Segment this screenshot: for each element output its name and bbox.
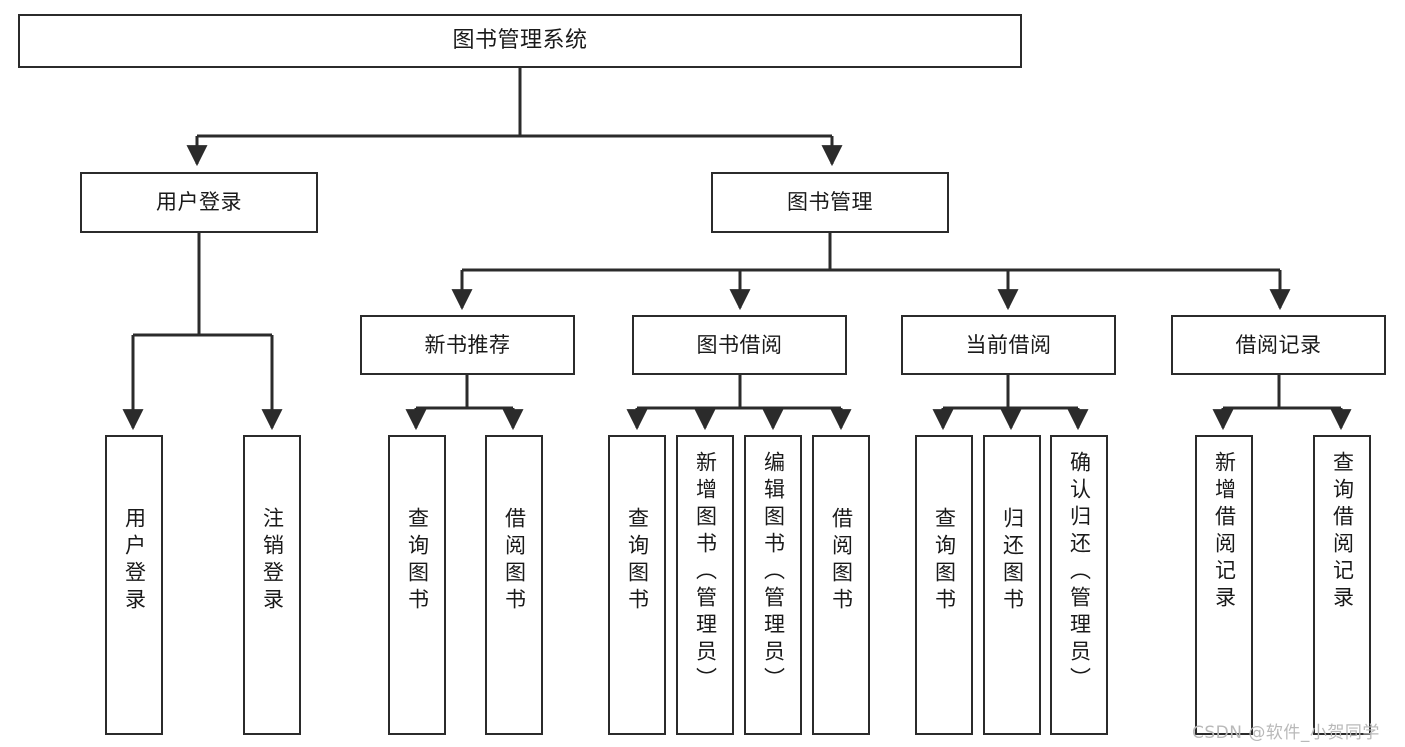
leaf-new-book-query[interactable]: 查询图书 [388, 435, 446, 735]
node-label: 图书管理系统 [452, 28, 588, 54]
node-label: 查询图书 [625, 507, 650, 615]
node-label: 新书推荐 [424, 332, 511, 357]
node-book-borrow[interactable]: 图书借阅 [632, 315, 847, 375]
node-label: 新增借阅记录 [1212, 451, 1237, 613]
node-label: 新增图书（管理员） [693, 451, 718, 694]
leaf-new-book-borrow[interactable]: 借阅图书 [485, 435, 543, 735]
node-label: 用户登录 [122, 507, 147, 615]
leaf-user-login-logout[interactable]: 注销登录 [243, 435, 301, 735]
node-root-system[interactable]: 图书管理系统 [18, 14, 1022, 68]
node-label: 确认归还（管理员） [1067, 451, 1092, 694]
node-label: 图书管理 [787, 190, 873, 215]
leaf-borrow-records-add[interactable]: 新增借阅记录 [1195, 435, 1253, 735]
leaf-book-borrow-query[interactable]: 查询图书 [608, 435, 666, 735]
node-label: 注销登录 [260, 507, 285, 615]
node-new-book-recommend[interactable]: 新书推荐 [360, 315, 575, 375]
leaf-borrow-records-query[interactable]: 查询借阅记录 [1313, 435, 1371, 735]
node-book-management[interactable]: 图书管理 [711, 172, 949, 233]
leaf-book-borrow-edit[interactable]: 编辑图书（管理员） [744, 435, 802, 735]
leaf-book-borrow-borrow[interactable]: 借阅图书 [812, 435, 870, 735]
node-label: 借阅图书 [829, 507, 854, 615]
leaf-current-borrow-query[interactable]: 查询图书 [915, 435, 973, 735]
leaf-user-login-login[interactable]: 用户登录 [105, 435, 163, 735]
node-label: 编辑图书（管理员） [761, 451, 786, 694]
node-label: 查询图书 [405, 507, 430, 615]
node-label: 借阅图书 [502, 507, 527, 615]
node-label: 查询图书 [932, 507, 957, 615]
csdn-watermark: CSDN @软件_小贺同学 [1192, 723, 1380, 743]
leaf-current-borrow-confirm-return[interactable]: 确认归还（管理员） [1050, 435, 1108, 735]
node-current-borrow[interactable]: 当前借阅 [901, 315, 1116, 375]
node-label: 借阅记录 [1235, 332, 1322, 357]
node-label: 图书借阅 [696, 332, 783, 357]
node-label: 用户登录 [156, 190, 242, 215]
node-label: 查询借阅记录 [1330, 451, 1355, 613]
node-borrow-records[interactable]: 借阅记录 [1171, 315, 1386, 375]
leaf-book-borrow-add[interactable]: 新增图书（管理员） [676, 435, 734, 735]
node-label: 当前借阅 [965, 332, 1052, 357]
node-label: 归还图书 [1000, 507, 1025, 615]
leaf-current-borrow-return[interactable]: 归还图书 [983, 435, 1041, 735]
node-user-login[interactable]: 用户登录 [80, 172, 318, 233]
